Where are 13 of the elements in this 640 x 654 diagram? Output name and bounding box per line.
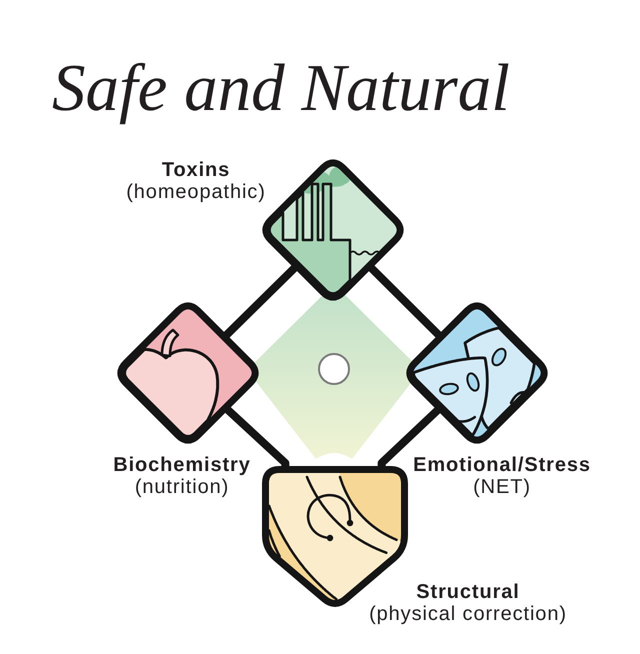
category-subtitle: (NET) [473, 476, 531, 498]
category-title: Biochemistry [113, 454, 251, 476]
connector-line [222, 264, 298, 339]
category-subtitle: (homeopathic) [126, 181, 266, 203]
connector-line [368, 264, 442, 338]
category-subtitle: (physical correction) [369, 603, 567, 625]
category-title: Structural [416, 581, 520, 603]
title: Safe and Natural [52, 51, 510, 125]
category-title: Toxins [162, 159, 230, 181]
connector-line [378, 406, 442, 467]
category-title: Emotional/Stress [413, 454, 591, 476]
category-subtitle: (nutrition) [134, 476, 230, 498]
connector-line [224, 406, 290, 467]
